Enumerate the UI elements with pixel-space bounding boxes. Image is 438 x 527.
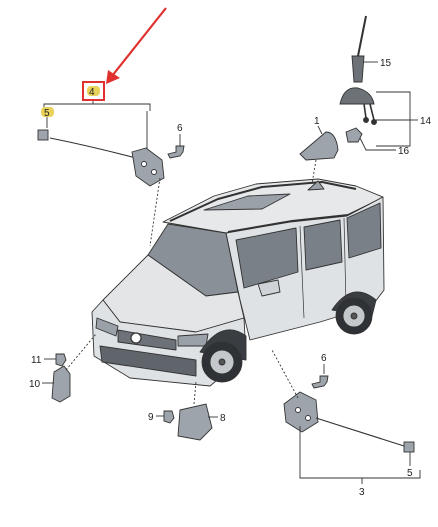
badge-logo (130, 332, 142, 344)
cable-bottom (315, 417, 405, 447)
highlight-box-4 (82, 81, 105, 101)
door-seam-1 (299, 225, 305, 319)
callout-1: 1 (314, 116, 320, 127)
install-line-top (149, 177, 161, 247)
top-left-assembly (37, 100, 185, 247)
callout-15: 15 (380, 58, 392, 69)
antenna-rod-base (351, 55, 365, 83)
callout-9: 9 (148, 412, 154, 423)
roof-antenna-assembly (299, 15, 418, 185)
callout-8: 8 (220, 413, 226, 424)
red-arrow-icon (106, 7, 167, 84)
callout-5-top: 5 (44, 108, 50, 119)
hub-front (218, 358, 226, 366)
nut-9 (163, 410, 175, 424)
callout-6-top: 6 (177, 123, 183, 134)
side-window-front (235, 227, 299, 289)
antenna-nut (345, 127, 363, 143)
antenna-plug-1 (363, 117, 369, 123)
bracket-hole-2 (151, 169, 157, 175)
callout-5-bottom: 5 (407, 468, 413, 479)
callout-labels: 4 5 6 1 15 14 16 11 10 9 8 6 5 3 (29, 58, 432, 498)
screw-top (167, 145, 185, 159)
bracket-hole-1 (141, 161, 147, 167)
roof-rail-left (169, 181, 357, 222)
callout-4: 4 (89, 87, 95, 98)
side-mirror (257, 279, 281, 297)
sunroof (203, 193, 291, 211)
amplifier-bracket-bottom (283, 391, 319, 433)
callout-6-bottom: 6 (321, 353, 327, 364)
leader-16 (359, 137, 396, 151)
bottom-right-assembly (271, 349, 421, 484)
connector-bottom-right (403, 441, 415, 453)
install-line-bottom (271, 349, 299, 399)
module-8 (177, 403, 213, 441)
shark-fin-antenna (299, 131, 339, 161)
headlight-left (95, 317, 119, 337)
bracket-4 (43, 103, 151, 111)
van-roof-antenna (307, 180, 325, 191)
antenna-wires (363, 103, 375, 121)
headlight-right (177, 333, 209, 347)
bracket-10 (51, 365, 71, 403)
van-illustration (91, 178, 385, 387)
highlight-badge-5 (41, 107, 54, 117)
antenna-plug-2 (371, 119, 377, 125)
install-line-10 (65, 333, 97, 371)
antenna-base (339, 87, 375, 105)
bracket-14 (376, 91, 411, 147)
amplifier-bracket-top (131, 147, 165, 187)
bottom-middle-assembly (156, 381, 218, 441)
bracket-hole-3 (295, 407, 301, 413)
callout-14: 14 (420, 116, 432, 127)
door-seam-2 (343, 217, 347, 307)
callout-16: 16 (398, 146, 410, 157)
connector-top-left (37, 129, 49, 141)
callout-10: 10 (29, 379, 41, 390)
side-window-mid (303, 219, 343, 271)
callout-11: 11 (31, 355, 42, 366)
hub-rear (350, 312, 358, 320)
bottom-left-assembly (42, 333, 97, 403)
install-line-fin (311, 159, 317, 185)
nut-11 (55, 353, 67, 367)
cable-top (49, 137, 137, 159)
antenna-rod (357, 15, 367, 57)
lower-grille (99, 345, 197, 377)
bracket-3 (299, 426, 421, 479)
leader-1 (317, 125, 323, 135)
bracket-hole-4 (305, 415, 311, 421)
screw-bottom (311, 375, 329, 389)
callout-3: 3 (359, 487, 365, 498)
side-window-rear (346, 202, 382, 259)
highlight-badge-4 (87, 86, 100, 96)
install-line-8 (193, 381, 197, 405)
